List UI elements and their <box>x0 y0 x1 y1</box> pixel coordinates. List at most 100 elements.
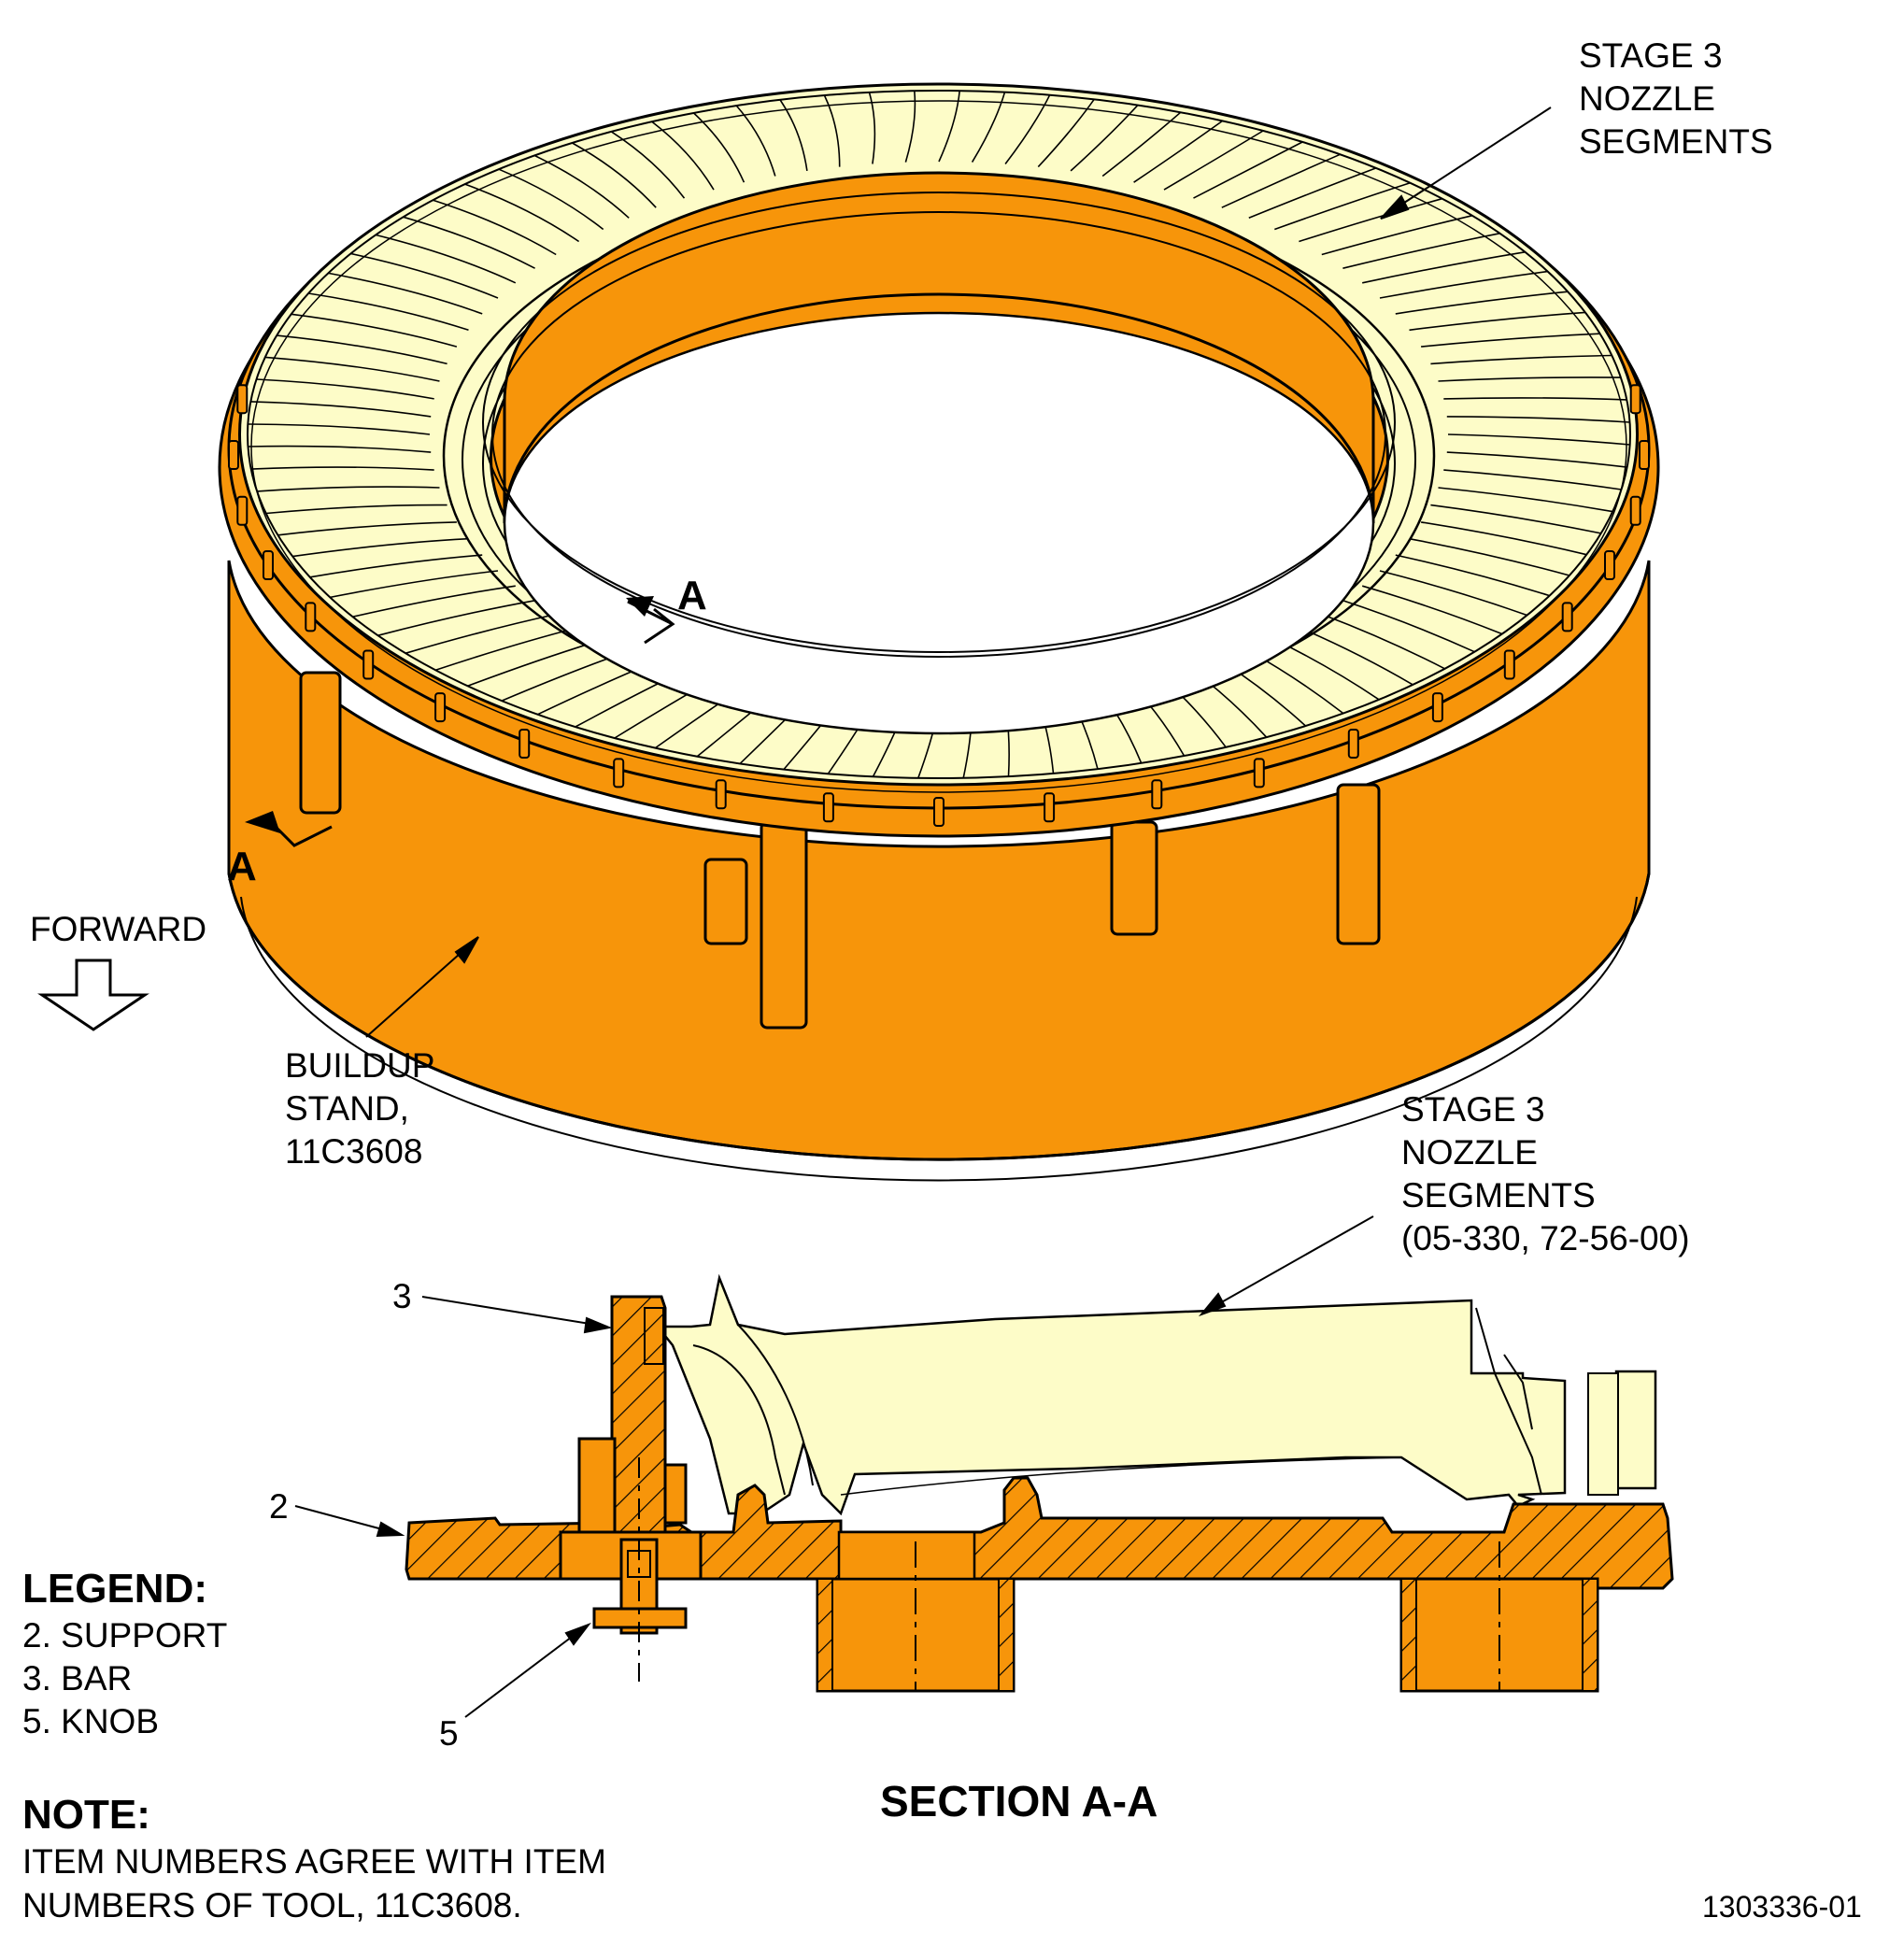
nozzle-vane <box>651 121 715 191</box>
nozzle-vane <box>1430 354 1612 365</box>
nozzle-vane <box>1361 585 1502 635</box>
legend-item: 3. BAR <box>22 1659 132 1697</box>
nozzle-vane <box>257 486 440 492</box>
nozzle-vane <box>1409 311 1585 332</box>
flange-bolt <box>1604 550 1615 580</box>
nozzle-vane <box>1133 120 1224 183</box>
flange-bolt <box>613 758 625 788</box>
nozzle-vane <box>1362 251 1526 284</box>
nozzle-vane <box>309 554 483 578</box>
flange-bolt <box>822 792 834 823</box>
flange-bolt <box>228 440 239 470</box>
note-line: NUMBERS OF TOOL, 11C3608. <box>22 1886 522 1924</box>
nozzle-vane <box>1248 167 1377 220</box>
nozzle-vane <box>1037 98 1095 168</box>
nozzle-vane <box>264 356 440 382</box>
nozzle-vane <box>265 504 447 515</box>
nozzle-vane <box>1193 141 1303 199</box>
svg-text:STAGE 3: STAGE 3 <box>1579 36 1723 75</box>
nozzle-vane <box>277 334 447 365</box>
svg-text:NOZZLE: NOZZLE <box>1401 1133 1538 1172</box>
stand-back-wall <box>482 171 1396 735</box>
nozzle-vane <box>352 585 516 618</box>
svg-text:11C3608: 11C3608 <box>285 1132 422 1171</box>
nozzle-vane <box>1004 94 1051 164</box>
nozzle-vane <box>1395 291 1569 315</box>
nozzle-vane <box>735 105 776 177</box>
legend-title: LEGEND: <box>22 1566 207 1612</box>
nozzle-vane <box>1274 181 1411 231</box>
nozzle-vane <box>1409 537 1570 576</box>
flange-bolt <box>933 797 944 827</box>
nozzle-vane <box>938 91 960 163</box>
nozzle-vane <box>1101 111 1182 178</box>
flange-bolt <box>715 779 727 810</box>
section-a-a-drawing <box>294 1215 1674 1718</box>
nozzle-vane <box>1321 613 1445 670</box>
nozzle-vane <box>328 272 483 315</box>
nozzle-vane <box>377 600 535 636</box>
nozzle-vane <box>291 537 469 558</box>
nozzle-vane <box>498 168 604 231</box>
nozzle-vane <box>1379 270 1548 299</box>
nozzle-vane <box>533 154 630 219</box>
nozzle-vane <box>1342 600 1475 653</box>
nozzle-vane <box>1438 376 1621 382</box>
svg-text:STAND,: STAND, <box>285 1089 409 1128</box>
flange-bolt <box>236 384 249 415</box>
note-line: ITEM NUMBERS AGREE WITH ITEM <box>22 1842 606 1881</box>
flange-bolts <box>228 384 1650 827</box>
forward-arrow: FORWARD <box>30 910 206 1031</box>
nozzle-vane <box>256 378 434 400</box>
nozzle-vane <box>1443 469 1622 490</box>
note-title: NOTE: <box>22 1792 150 1838</box>
legend: LEGEND: 2. SUPPORT 3. BAR 5. KNOB <box>22 1566 227 1740</box>
svg-text:(05-330, 72-56-00): (05-330, 72-56-00) <box>1401 1219 1690 1257</box>
nozzle-vane <box>1438 487 1613 513</box>
nozzle-vane <box>572 142 657 208</box>
note: NOTE: ITEM NUMBERS AGREE WITH ITEM NUMBE… <box>22 1792 606 1924</box>
forward-label: FORWARD <box>30 910 206 948</box>
flange-bolt <box>1431 692 1443 723</box>
flange-bolt <box>236 495 249 526</box>
nozzle-vane <box>464 183 580 243</box>
flange-bolt <box>1561 602 1573 632</box>
nozzle-vane <box>435 626 579 672</box>
nozzle-vane <box>376 234 517 284</box>
nozzle-vane <box>248 423 431 435</box>
nozzle-vane <box>291 313 458 348</box>
section-nozzle-airfoil <box>652 1273 1567 1516</box>
item-number-2: 2 <box>269 1487 289 1526</box>
legend-item: 5. KNOB <box>22 1702 159 1740</box>
svg-text:NOZZLE: NOZZLE <box>1579 79 1715 118</box>
nozzle-vane <box>868 92 876 164</box>
nozzle-vane <box>610 131 686 199</box>
nozzle-vane <box>277 521 457 536</box>
flange-bolt <box>1639 440 1650 470</box>
nozzle-vane <box>307 292 469 332</box>
nozzle-vane <box>1446 451 1627 468</box>
item-number-3: 3 <box>392 1277 412 1315</box>
legend-item: 2. SUPPORT <box>22 1616 227 1655</box>
nozzle-vane <box>248 445 432 453</box>
section-marker-a-upper: A <box>677 573 707 618</box>
svg-text:SEGMENTS: SEGMENTS <box>1401 1176 1596 1214</box>
nozzle-vane <box>1070 105 1139 172</box>
flange-bolt <box>518 729 531 759</box>
nozzle-vane <box>971 92 1006 163</box>
callout-stage3-top: STAGE 3 NOZZLE SEGMENTS <box>1579 36 1773 161</box>
svg-text:STAGE 3: STAGE 3 <box>1401 1090 1545 1129</box>
nozzle-vane <box>779 99 808 172</box>
nozzle-vane <box>330 570 499 599</box>
nozzle-vane <box>250 401 432 418</box>
top-view-leaders <box>365 107 1552 1038</box>
nozzle-vanes <box>248 91 1630 779</box>
flange-bolt <box>305 602 317 632</box>
nozzle-vane <box>403 216 535 269</box>
flange-bolt <box>1044 792 1056 823</box>
nozzle-vane <box>1447 433 1630 446</box>
nozzle-vane <box>1420 521 1587 556</box>
flange-bolt <box>1151 779 1163 810</box>
nozzle-vane <box>1299 626 1413 686</box>
